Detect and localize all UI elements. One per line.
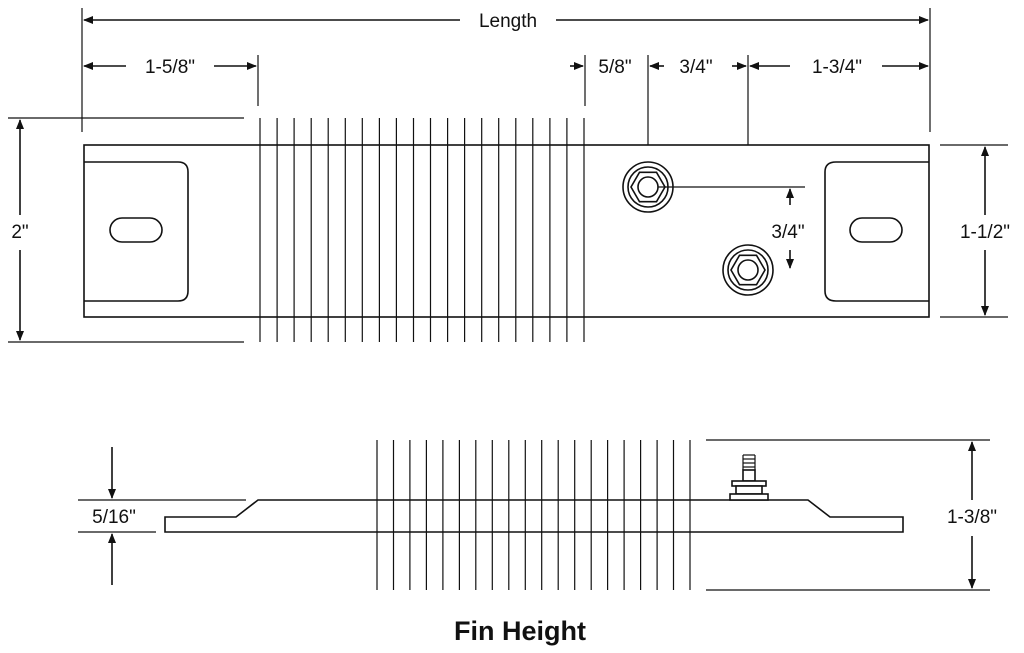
terminal-stud-side bbox=[729, 454, 769, 501]
length-label: Length bbox=[479, 11, 537, 32]
stud-spacing-label: 3/4" bbox=[679, 57, 712, 78]
fin-height-dimension: 1-3/8" bbox=[706, 439, 997, 591]
left-tab-outline bbox=[84, 161, 189, 302]
heater-sheath-profile bbox=[164, 499, 904, 533]
overall-height-label: 2" bbox=[11, 222, 28, 243]
thickness-dimension: 5/16" bbox=[78, 447, 246, 585]
terminal-stud-1 bbox=[622, 161, 674, 213]
right-mounting-slot bbox=[849, 217, 903, 243]
top-fins bbox=[259, 118, 585, 342]
overall-height-dimension: 2" bbox=[8, 117, 244, 343]
right-mounting-tab bbox=[824, 161, 929, 302]
left-mounting-slot bbox=[109, 217, 163, 243]
side-fins bbox=[376, 440, 691, 590]
stud-offset-label: 3/4" bbox=[771, 222, 804, 243]
stud-offset-dimension: 3/4" bbox=[658, 186, 805, 269]
top-view: Length 1-5/8" 5/8" 3/4" 1-3/4" bbox=[8, 8, 1010, 343]
right-end-label: 1-3/4" bbox=[812, 57, 862, 78]
left-mounting-tab bbox=[84, 161, 189, 302]
heater-body bbox=[83, 144, 930, 318]
caption-fin-height: Fin Height bbox=[454, 616, 586, 646]
fin-gap-label: 5/8" bbox=[598, 57, 631, 78]
body-height-dimension: 1-1/2" bbox=[940, 144, 1010, 318]
terminal-stud-2 bbox=[722, 244, 774, 296]
thickness-label: 5/16" bbox=[92, 507, 136, 528]
length-dimension: Length bbox=[83, 11, 929, 32]
left-end-label: 1-5/8" bbox=[145, 57, 195, 78]
terminal-chain-dimension: 5/8" 3/4" 1-3/4" bbox=[570, 55, 929, 270]
left-end-dimension: 1-5/8" bbox=[83, 57, 257, 78]
right-tab-outline bbox=[824, 161, 929, 302]
fin-height-label: 1-3/8" bbox=[947, 507, 997, 528]
body-height-label: 1-1/2" bbox=[960, 222, 1010, 243]
side-view: 5/16" 1-3/8" Fin Height bbox=[78, 439, 997, 646]
